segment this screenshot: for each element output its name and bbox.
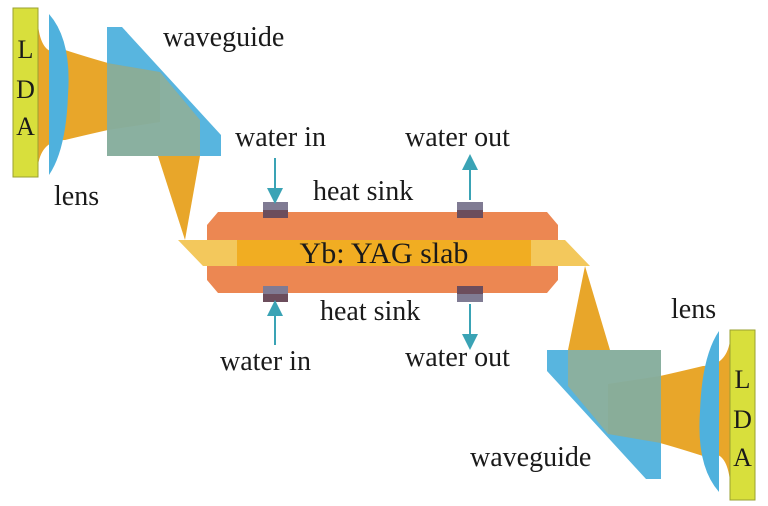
slab-assembly <box>178 154 590 350</box>
heat-sink-bottom-label: heat sink <box>320 296 420 327</box>
slab-end-left <box>178 240 237 266</box>
yb-yag-slab <box>237 240 531 266</box>
lda-left <box>12 7 39 178</box>
lda-right-letter: D <box>733 405 752 434</box>
lens-left <box>49 14 69 175</box>
lda-left-letter: L <box>18 35 34 64</box>
lens-left-label: lens <box>54 181 99 212</box>
lda-left-letter: D <box>16 75 35 104</box>
water-in-top-label: water in <box>235 122 326 153</box>
waveguide-left <box>107 27 221 156</box>
right-beam-expanding <box>608 341 730 481</box>
water-in-bottom-label: water in <box>220 346 311 377</box>
left-pump-module <box>12 7 221 240</box>
cooling-pad <box>457 286 483 302</box>
slab-label: Yb: YAG slab <box>300 237 469 270</box>
beam-down-left <box>158 156 200 240</box>
beam-in-waveguide-left <box>107 63 200 156</box>
beam-in-waveguide-right <box>568 350 661 443</box>
beam-down-right <box>568 266 610 350</box>
lda-left-letter: A <box>16 112 35 141</box>
lens-right <box>699 331 719 492</box>
water-out-top-label: water out <box>405 122 510 153</box>
cooling-pad <box>263 286 288 302</box>
left-beam-expanding <box>38 25 160 165</box>
heat-sink-top-label: heat sink <box>313 176 413 207</box>
lens-right-label: lens <box>671 294 716 325</box>
slab-end-right <box>531 240 590 266</box>
waveguide-top-label: waveguide <box>163 22 284 53</box>
lda-right-letter: A <box>733 443 752 472</box>
cooling-pad <box>263 202 288 218</box>
cooling-pad <box>457 202 483 218</box>
right-pump-module <box>547 266 756 501</box>
lda-right <box>729 329 756 501</box>
water-out-bottom-label: water out <box>405 342 510 373</box>
waveguide-right <box>547 350 661 479</box>
lda-right-letter: L <box>735 365 751 394</box>
waveguide-bottom-label: waveguide <box>470 442 591 473</box>
